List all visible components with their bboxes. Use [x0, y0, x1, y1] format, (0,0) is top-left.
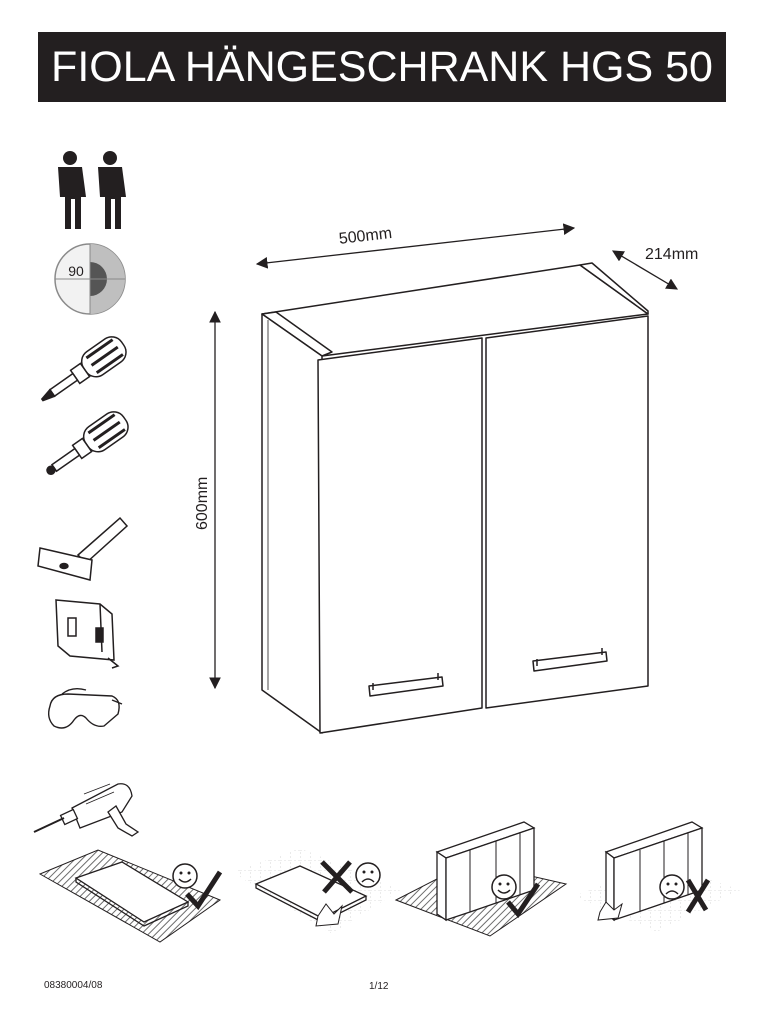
panel-cabinet-on-floor-wrong: [574, 821, 740, 932]
phillips-screwdriver-icon: [46, 411, 129, 475]
sad-face-icon: [355, 862, 381, 888]
depth-dimension-arrow: [611, 250, 679, 290]
height-dimension-label: 600mm: [194, 476, 211, 530]
panel-cabinet-on-carpet-ok: [394, 821, 568, 937]
tape-measure-icon: [55, 599, 120, 669]
sad-face-icon: [659, 874, 685, 900]
happy-face-icon: [491, 874, 517, 900]
panel-board-on-carpet-ok: [38, 849, 223, 943]
cabinet-drawing: [261, 262, 649, 734]
drill-icon: [33, 783, 140, 837]
page-number: 1/12: [369, 981, 389, 992]
angle-label: 90: [68, 263, 84, 279]
check-mark-icon: [185, 870, 223, 911]
flat-screwdriver-icon: [40, 336, 127, 402]
angle-90-icon: 90: [54, 243, 126, 315]
page-title: FIOLA HÄNGESCHRANK HGS 50: [51, 42, 713, 91]
happy-face-icon: [172, 863, 198, 889]
hammer-icon: [37, 516, 129, 581]
document-number: 08380004/08: [44, 980, 103, 991]
cross-mark-icon: [685, 878, 711, 914]
title-bar: FIOLA HÄNGESCHRANK HGS 50: [38, 32, 726, 102]
depth-dimension-label: 214mm: [645, 246, 699, 263]
width-dimension-arrow: [255, 223, 576, 269]
panel-board-on-floor-wrong: [232, 848, 400, 934]
check-mark-icon: [506, 882, 541, 919]
safety-glasses-icon: [47, 687, 123, 729]
two-persons-icon: [58, 151, 126, 229]
